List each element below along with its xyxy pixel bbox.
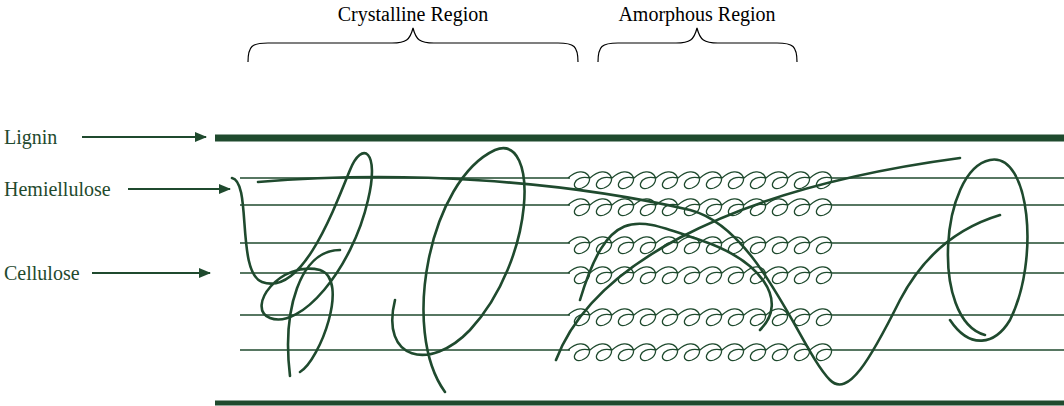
hemicellulose-strand <box>232 148 1027 392</box>
lignin-bar <box>215 401 1064 406</box>
region-brace <box>248 28 797 62</box>
lignin-bar <box>215 135 1064 142</box>
region-heading: Crystalline Region <box>338 3 489 26</box>
region-heading: Amorphous Region <box>618 3 775 26</box>
component-label: Cellulose <box>4 262 80 285</box>
leader-arrow <box>82 137 230 273</box>
amorphous-coil <box>568 172 832 361</box>
cellulose-chain <box>240 178 1064 350</box>
component-label: Lignin <box>4 126 57 149</box>
component-label: Hemiellulose <box>4 178 111 201</box>
